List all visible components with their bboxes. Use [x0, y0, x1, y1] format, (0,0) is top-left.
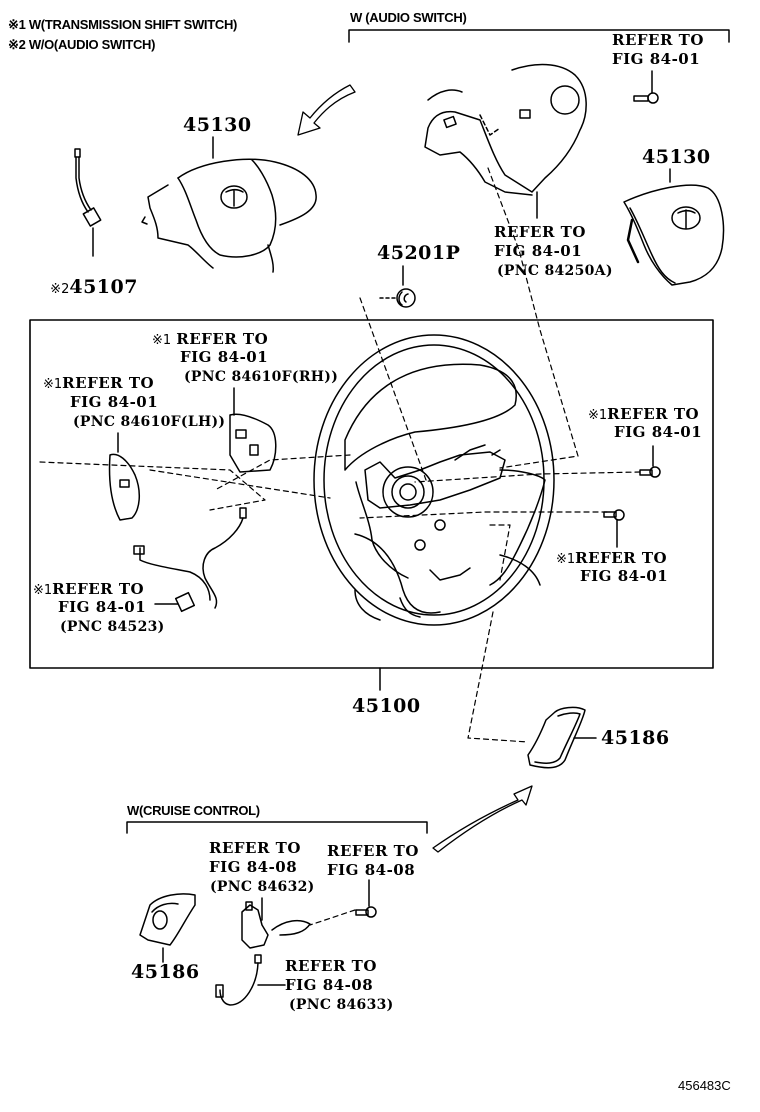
wheel-assembly-frame: [29, 319, 714, 669]
steering-wheel-45100-drawing: [313, 334, 555, 691]
direction-arrow-icon: [297, 84, 356, 136]
group-label-cruise-control: W(CRUISE CONTROL): [127, 803, 260, 818]
note-mark: ※1: [556, 552, 576, 567]
note-mark: ※1: [33, 583, 53, 598]
audio-switch-bezel-drawing: [424, 63, 587, 219]
part-number-45186-bottom[interactable]: 45186: [131, 961, 200, 983]
legend-note-1: ※1 W(TRANSMISSION SHIFT SWITCH): [8, 17, 238, 32]
note-mark: ※1: [152, 333, 172, 348]
screw-icon: [633, 70, 659, 104]
harness-84523-drawing: [133, 507, 247, 613]
part-number-45186-right[interactable]: 45186: [601, 727, 670, 749]
wire-45107-drawing: [74, 148, 102, 257]
cruise-control-bracket: [126, 821, 428, 834]
screw-icon: [603, 509, 625, 548]
note-mark: ※2: [50, 282, 70, 297]
part-number-45201p[interactable]: 45201P: [377, 242, 461, 264]
airbag-45130-left-drawing: [141, 136, 317, 273]
group-label-audio-switch: W (AUDIO SWITCH): [350, 10, 467, 25]
cruise-switch-drawing: [215, 897, 311, 1006]
shift-switch-rh-drawing: [229, 387, 277, 473]
legend-note-2: ※2 W/O(AUDIO SWITCH): [8, 37, 156, 52]
part-number-45130-left[interactable]: 45130: [183, 114, 252, 136]
airbag-45130-right-drawing: [623, 168, 725, 286]
direction-arrow-icon: [432, 785, 533, 853]
part-number-45100[interactable]: 45100: [352, 695, 421, 717]
part-number-45107[interactable]: ※245107: [50, 276, 138, 298]
figure-code: 456483C: [678, 1078, 731, 1093]
shift-switch-lh-drawing: [108, 432, 140, 521]
note-mark: ※1: [588, 408, 608, 423]
screw-icon: [355, 879, 377, 918]
audio-switch-bracket: [348, 29, 730, 43]
cover-45186-bottom-drawing: [139, 893, 196, 963]
part-number-45130-right[interactable]: 45130: [642, 146, 711, 168]
note-mark: ※1: [43, 377, 63, 392]
assembly-lines: [39, 167, 641, 926]
cover-45186-right-drawing: [527, 706, 597, 769]
screw-icon: [639, 445, 661, 478]
cap-45201p-drawing: [379, 265, 416, 308]
